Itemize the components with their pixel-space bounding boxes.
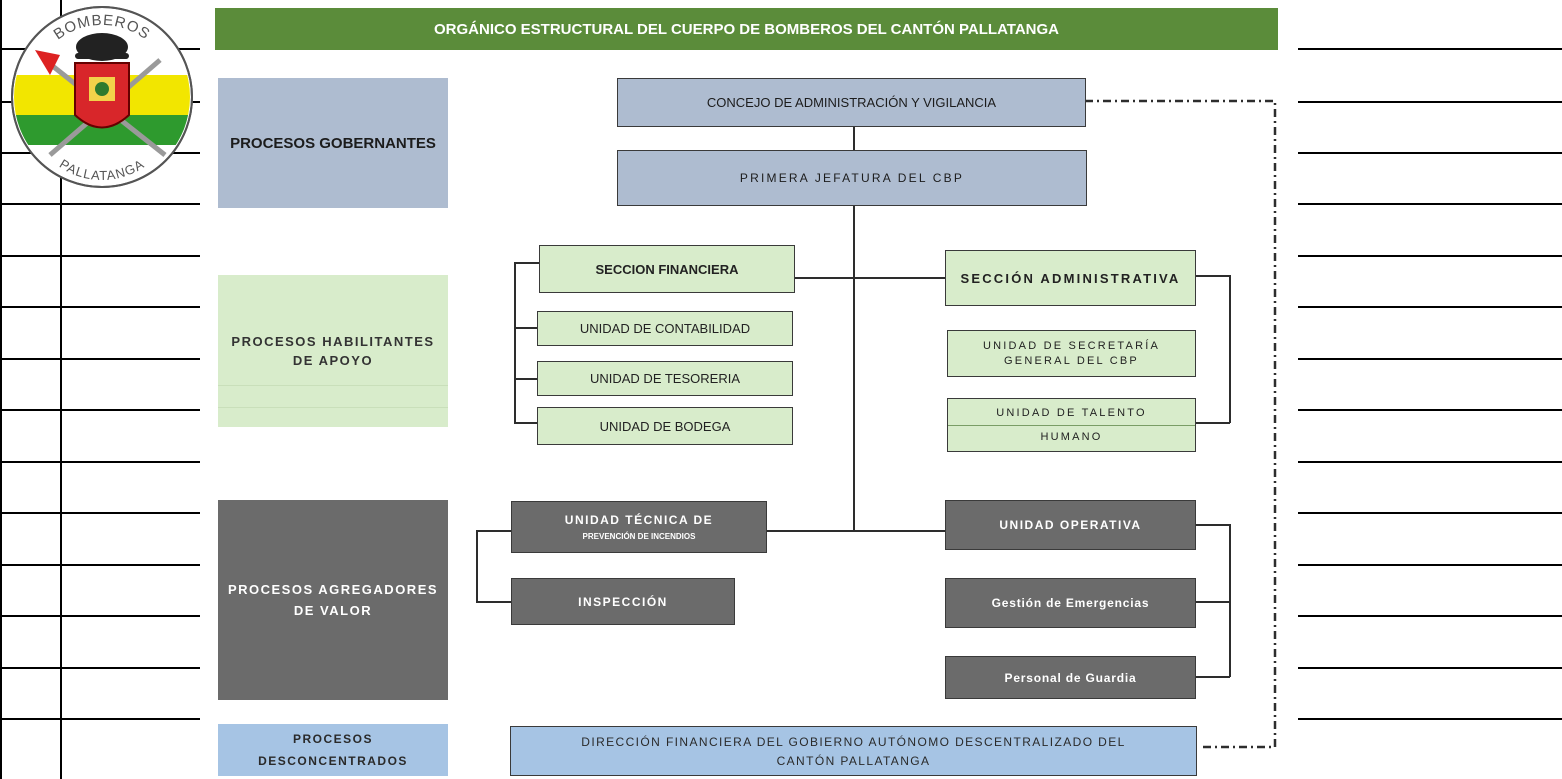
label-procesos-gobernantes: PROCESOS GOBERNANTES [218,78,448,208]
node-personal-guardia: Personal de Guardia [945,656,1196,699]
fire-department-logo: BOMBEROS PALLATANGA [5,5,200,190]
node-direccion-financiera: DIRECCIÓN FINANCIERA DEL GOBIERNO AUTÓNO… [510,726,1197,776]
label-procesos-habilitantes: PROCESOS HABILITANTES DE APOYO [218,275,448,427]
node-unidad-tecnica: UNIDAD TÉCNICA DE PREVENCIÓN DE INCENDIO… [511,501,767,553]
chart-title-bar: ORGÁNICO ESTRUCTURAL DEL CUERPO DE BOMBE… [215,8,1278,50]
node-unidad-bodega: UNIDAD DE BODEGA [537,407,793,445]
node-seccion-financiera: SECCION FINANCIERA [539,245,795,293]
node-unidad-operativa: UNIDAD OPERATIVA [945,500,1196,550]
node-unidad-contabilidad: UNIDAD DE CONTABILIDAD [537,311,793,346]
node-unidad-secretaria: UNIDAD DE SECRETARÍA GENERAL DEL CBP [947,330,1196,377]
label-procesos-agregadores: PROCESOS AGREGADORES DE VALOR [218,500,448,700]
node-primera-jefatura: PRIMERA JEFATURA DEL CBP [617,150,1087,206]
node-unidad-tesoreria: UNIDAD DE TESORERIA [537,361,793,396]
node-seccion-administrativa: SECCIÓN ADMINISTRATIVA [945,250,1196,306]
node-concejo: CONCEJO DE ADMINISTRACIÓN Y VIGILANCIA [617,78,1086,127]
label-procesos-desconcentrados: PROCESOS DESCONCENTRADOS [218,724,448,776]
chart-title: ORGÁNICO ESTRUCTURAL DEL CUERPO DE BOMBE… [433,20,1059,38]
node-unidad-talento: UNIDAD DE TALENTO HUMANO [947,398,1196,452]
node-inspeccion: INSPECCIÓN [511,578,735,625]
node-gestion-emergencias: Gestión de Emergencias [945,578,1196,628]
